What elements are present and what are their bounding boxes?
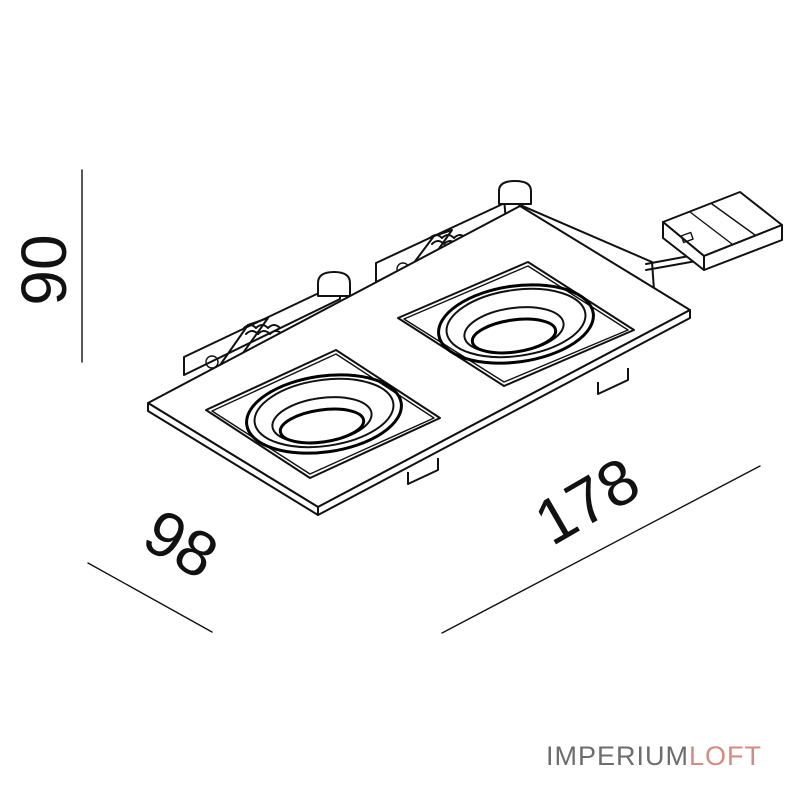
square-trim-left [205,349,441,479]
junction-box [662,191,783,271]
housing-back-left [183,282,341,376]
depth-dimension-line [87,562,213,633]
height-label: 90 [8,234,80,305]
length-dimension-line [441,465,761,634]
brand-accent: LOFT [688,741,762,771]
bottom-tab-left [407,458,439,485]
luminaire-drawing [147,180,783,516]
brand-primary: IMPERIUM [545,741,689,771]
square-trim-right [397,261,635,387]
depth-label: 98 [132,495,230,593]
mounting-tab-right [498,180,532,205]
mounting-tab-left [317,271,351,297]
brand-logo: IMPERIUMLOFT [546,741,762,772]
front-frame-edge-right [317,309,691,516]
bottom-tab-right [597,368,629,395]
length-label: 178 [523,443,651,559]
